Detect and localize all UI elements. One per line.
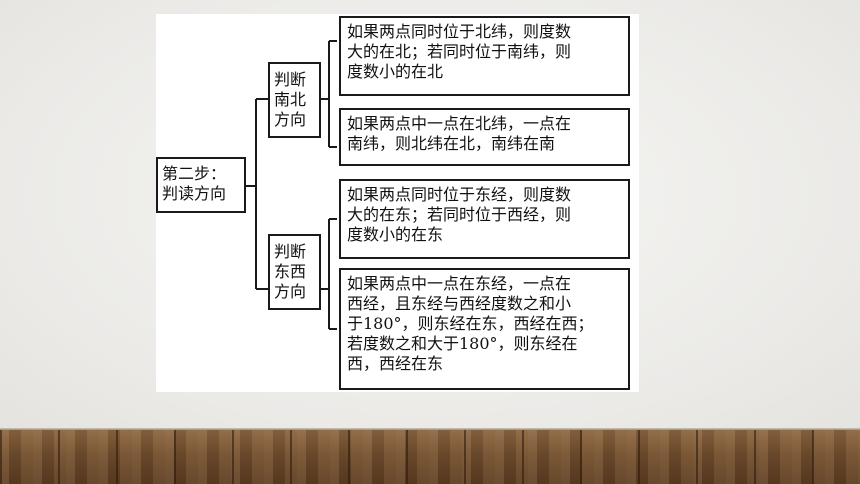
rule-east-same-hemisphere: 如果两点同时位于东经，则度数 大的在东；若同时位于西经，则 度数小的在东 <box>339 179 630 259</box>
rule-3-line-2: 大的在东；若同时位于西经，则 <box>347 205 572 224</box>
rule-4-line-3: 于180°，则东经在东，西经在西； <box>347 314 594 333</box>
branch-2-line-3: 方向 <box>274 282 307 301</box>
wooden-floor <box>0 430 860 484</box>
branch-2-line-2: 东西 <box>274 262 307 281</box>
rule-4-line-1: 如果两点中一点在东经，一点在 <box>347 274 572 293</box>
rule-north-same-hemisphere: 如果两点同时位于北纬，则度数 大的在北；若同时位于南纬，则 度数小的在北 <box>339 16 630 96</box>
rule-east-different-hemisphere: 如果两点中一点在东经，一点在 西经，且东经与西经度数之和小 于180°，则东经在… <box>339 268 630 390</box>
root-line-2: 判读方向 <box>162 184 227 203</box>
branch-node-north-south: 判断 南北 方向 <box>268 62 321 138</box>
root-line-1: 第二步： <box>162 164 227 183</box>
root-node: 第二步： 判读方向 <box>156 157 246 213</box>
branch-1-brace <box>328 40 337 148</box>
branch-node-east-west: 判断 东西 方向 <box>268 234 321 310</box>
branch-1-line-3: 方向 <box>274 110 307 129</box>
rule-3-line-1: 如果两点同时位于东经，则度数 <box>347 185 572 204</box>
rule-2-line-2: 南纬，则北纬在北，南纬在南 <box>347 134 556 153</box>
rule-1-line-2: 大的在北；若同时位于南纬，则 <box>347 42 572 61</box>
branch-2-line-1: 判断 <box>274 242 307 261</box>
direction-diagram: 第二步： 判读方向 判断 南北 方向 如果两点同时位于北纬，则度数 大的在北；若… <box>156 14 639 392</box>
rule-4-line-4: 若度数之和大于180°，则东经在 <box>347 334 578 353</box>
branch-1-line-1: 判断 <box>274 70 307 89</box>
connector-lines <box>246 40 337 330</box>
rule-3-line-3: 度数小的在东 <box>347 225 444 244</box>
rule-2-line-1: 如果两点中一点在北纬，一点在 <box>347 114 572 133</box>
branch-1-line-2: 南北 <box>274 90 307 109</box>
rule-4-line-2: 西经，且东经与西经度数之和小 <box>347 294 572 313</box>
branch-2-brace <box>328 218 337 330</box>
rule-1-line-3: 度数小的在北 <box>347 62 444 81</box>
rule-4-line-5: 西，西经在东 <box>347 354 444 373</box>
rule-north-different-hemisphere: 如果两点中一点在北纬，一点在 南纬，则北纬在北，南纬在南 <box>339 108 630 166</box>
rule-1-line-1: 如果两点同时位于北纬，则度数 <box>347 22 572 41</box>
